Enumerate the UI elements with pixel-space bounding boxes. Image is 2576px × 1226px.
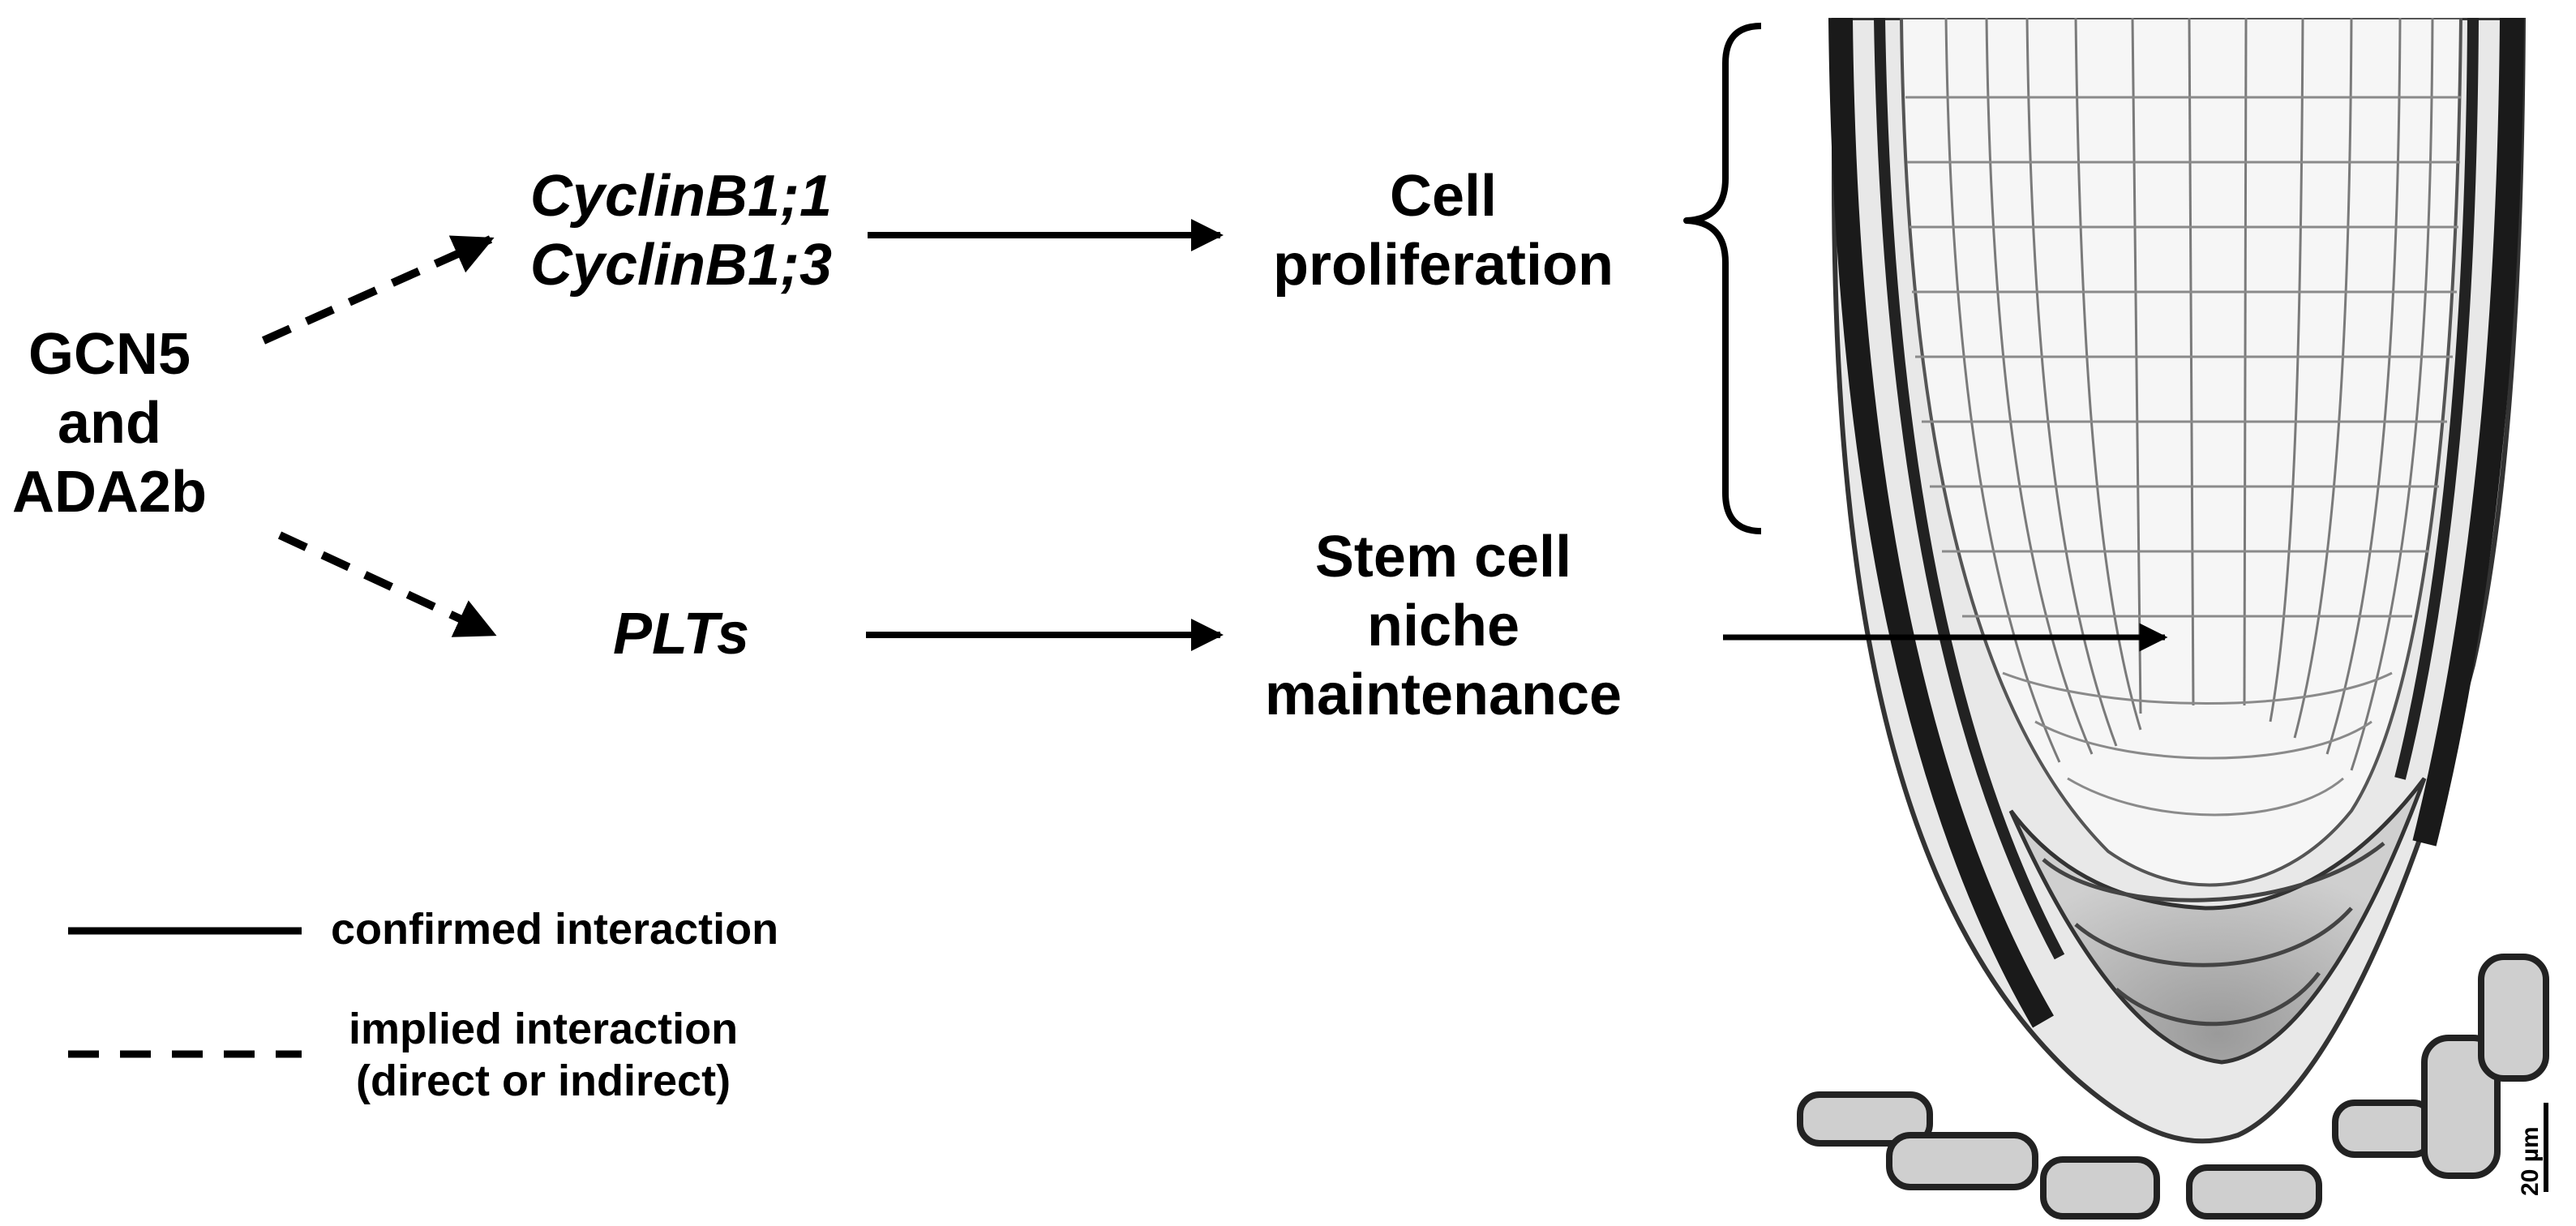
root-tip-micrograph — [1794, 18, 2572, 1226]
stem-cell-niche-line-2: niche — [1366, 593, 1520, 658]
scale-bar-label: 20 µm — [2517, 1126, 2544, 1196]
stem-cell-niche-line-3: maintenance — [1264, 662, 1622, 727]
cyclin-b13-label: CyclinB1;3 — [529, 232, 833, 298]
regulator-line-2: and — [57, 390, 161, 456]
root-cap-band-right — [2412, 18, 2524, 847]
curly-brace — [1683, 23, 1762, 534]
dashed-arrow-to-cyclins — [261, 235, 495, 345]
plts-label: PLTs — [612, 602, 749, 667]
stem-cell-niche-label: Stem cell niche maintenance — [1216, 523, 1670, 730]
legend-solid-label: confirmed interaction — [331, 905, 779, 954]
regulator-line-1: GCN5 — [28, 322, 191, 387]
cell-proliferation-line-1: Cell — [1389, 164, 1498, 229]
columella-tier-lines — [2042, 842, 2385, 1027]
regulator-line-3: ADA2b — [11, 459, 207, 525]
regulator-label: GCN5 and ADA2b — [0, 320, 219, 527]
root-cap-band-left — [1828, 18, 2054, 1028]
cell-proliferation-line-2: proliferation — [1272, 232, 1614, 298]
sloughed-root-cap-cells — [1797, 954, 2549, 1220]
cell-proliferation-label: Cell proliferation — [1216, 162, 1670, 300]
legend-dashed-line-1: implied interaction — [349, 1005, 739, 1053]
root-meristem-interior — [1899, 18, 2463, 887]
cell-file-lines — [1944, 18, 2434, 771]
root-inner-band-right — [2394, 18, 2479, 780]
cyclins-label: CyclinB1;1 CyclinB1;3 — [495, 162, 868, 300]
legend-dashed-line-2: (direct or indirect) — [356, 1056, 731, 1105]
stem-cell-niche-line-1: Stem cell — [1314, 525, 1572, 589]
cell-wall-lines — [1905, 96, 2461, 817]
legend-dashed-label: implied interaction (direct or indirect) — [349, 1004, 738, 1107]
dashed-arrow-to-plts — [277, 531, 497, 638]
root-cap-columella — [2008, 777, 2427, 1065]
root-inner-band-left — [1874, 18, 2065, 960]
cyclin-b11-label: CyclinB1;1 — [529, 164, 833, 229]
